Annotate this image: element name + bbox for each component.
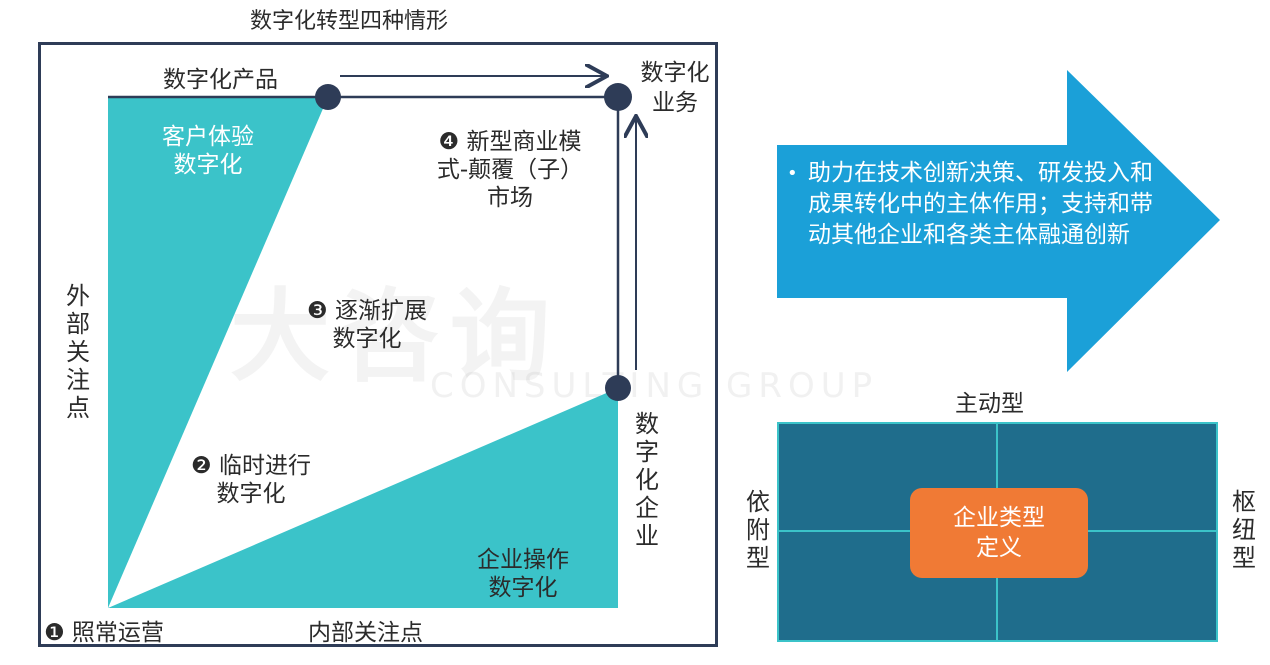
- region-temporary: ❷ 临时进行 数字化: [176, 452, 326, 508]
- dot-digital-business: [604, 83, 632, 111]
- region-customer-line1: 客户体验: [162, 124, 254, 150]
- operations-area: [108, 388, 618, 608]
- enterprise-type-line1: 企业类型: [953, 505, 1045, 531]
- matrix-left-label: 依附型: [746, 488, 770, 572]
- region-new-business-model: ❹ 新型商业模 式-颠覆（子） 市场: [412, 128, 608, 212]
- label-digital-business: 数字化业务: [640, 60, 710, 116]
- label-business-as-usual: ❶ 照常运营: [44, 620, 164, 646]
- region-gradual-line1: ❸ 逐渐扩展: [307, 298, 427, 324]
- arrow-bullet: •: [787, 163, 798, 184]
- region-new-model-line3: 市场: [487, 185, 533, 211]
- matrix-top-label: 主动型: [955, 391, 1024, 417]
- region-operations: 企业操作 数字化: [460, 546, 586, 602]
- region-customer-experience: 客户体验 数字化: [148, 123, 268, 179]
- region-gradual-expansion: ❸ 逐渐扩展 数字化: [292, 297, 442, 353]
- matrix-right-label: 枢纽型: [1232, 488, 1256, 572]
- big-arrow-shape: [777, 70, 1220, 372]
- region-operations-line1: 企业操作: [477, 547, 569, 573]
- customer-experience-area: [108, 97, 328, 608]
- region-operations-line2: 数字化: [488, 575, 558, 601]
- region-new-model-line1: ❹ 新型商业模: [438, 129, 582, 155]
- diagram-title: 数字化转型四种情形: [250, 9, 449, 34]
- diagram-frame: [38, 42, 718, 647]
- region-temporary-line2: 数字化: [216, 481, 286, 507]
- label-digital-product: 数字化产品: [163, 67, 278, 93]
- label-digital-enterprise: 数字化企业: [635, 410, 659, 550]
- region-new-model-line2: 式-颠覆（子）: [436, 157, 584, 183]
- region-customer-line2: 数字化: [173, 152, 243, 178]
- enterprise-type-box: 企业类型 定义: [910, 488, 1088, 578]
- region-temporary-line1: ❷ 临时进行: [191, 453, 311, 479]
- dot-digital-product: [315, 84, 341, 110]
- label-internal-focus: 内部关注点: [308, 620, 423, 646]
- region-gradual-line2: 数字化: [332, 326, 402, 352]
- arrow-panel-text: 助力在技术创新决策、研发投入和成果转化中的主体作用；支持和带动其他企业和各类主体…: [808, 160, 1153, 248]
- dot-digital-enterprise: [605, 375, 631, 401]
- label-external-focus: 外部关注点: [66, 282, 90, 422]
- watermark-sub: CONSULTING GROUP: [430, 366, 879, 406]
- enterprise-type-line2: 定义: [976, 535, 1022, 561]
